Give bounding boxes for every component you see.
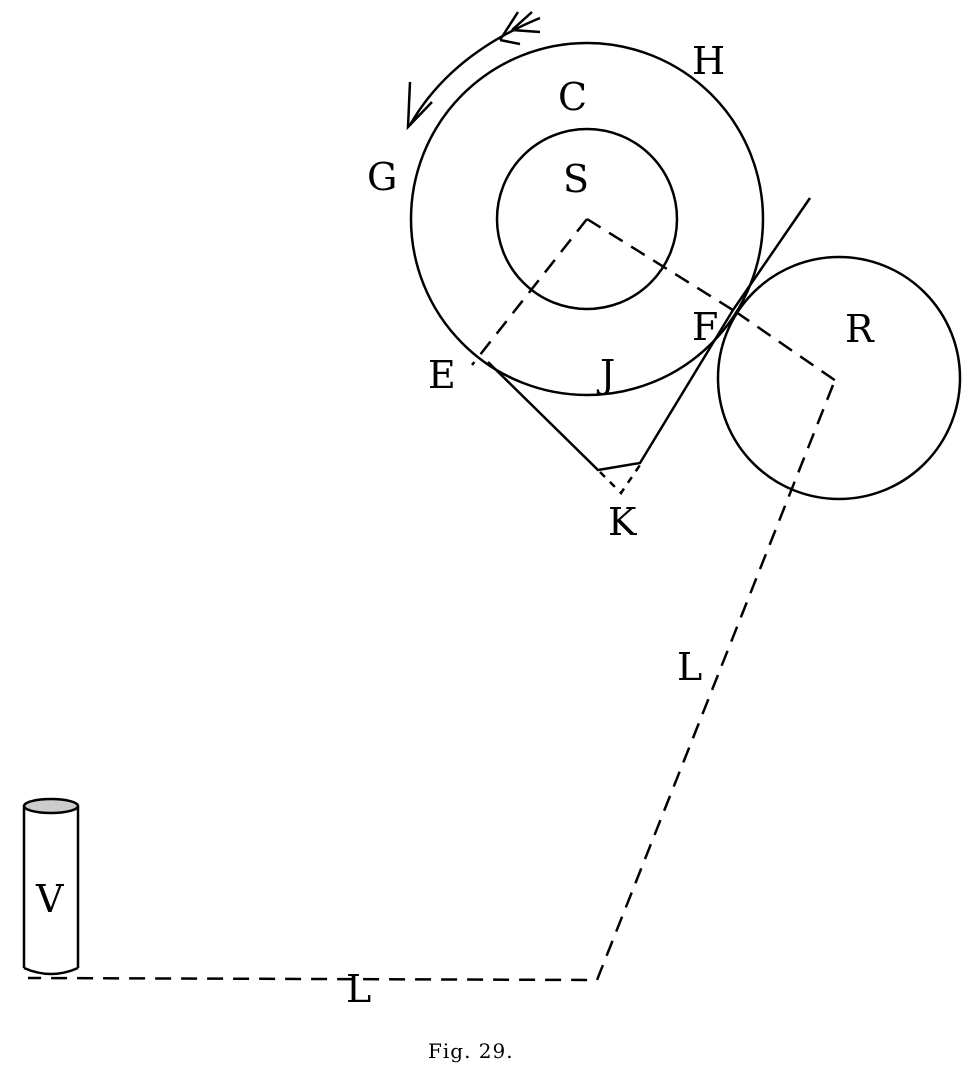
label-j: J xyxy=(596,352,615,396)
label-l-diagonal: L xyxy=(677,645,702,689)
label-h: H xyxy=(692,39,725,83)
cylinder-v xyxy=(22,797,80,976)
label-l-horizontal: L xyxy=(346,967,371,1011)
dashed-fr xyxy=(735,310,837,383)
circle-r xyxy=(716,255,962,501)
label-s: S xyxy=(563,157,589,201)
dashed-radius-se xyxy=(471,218,588,366)
label-g: G xyxy=(367,155,397,199)
fletching-icon xyxy=(498,11,541,46)
dashed-vertex-k xyxy=(599,464,642,495)
figure-caption: Fig. 29. xyxy=(428,1039,514,1063)
dashed-radius-sf xyxy=(586,217,737,314)
label-k: K xyxy=(608,500,637,544)
label-e: E xyxy=(428,353,456,397)
label-c: C xyxy=(558,75,587,119)
outer-circle-c xyxy=(409,41,765,397)
rotation-arrow-arc xyxy=(408,16,541,126)
dashed-line-l xyxy=(27,384,835,982)
inner-circle-s xyxy=(495,127,679,311)
label-f: F xyxy=(692,305,718,349)
belt-line xyxy=(487,197,812,472)
arrowhead-icon xyxy=(406,81,433,131)
label-r: R xyxy=(845,307,875,351)
label-v: V xyxy=(35,877,64,921)
